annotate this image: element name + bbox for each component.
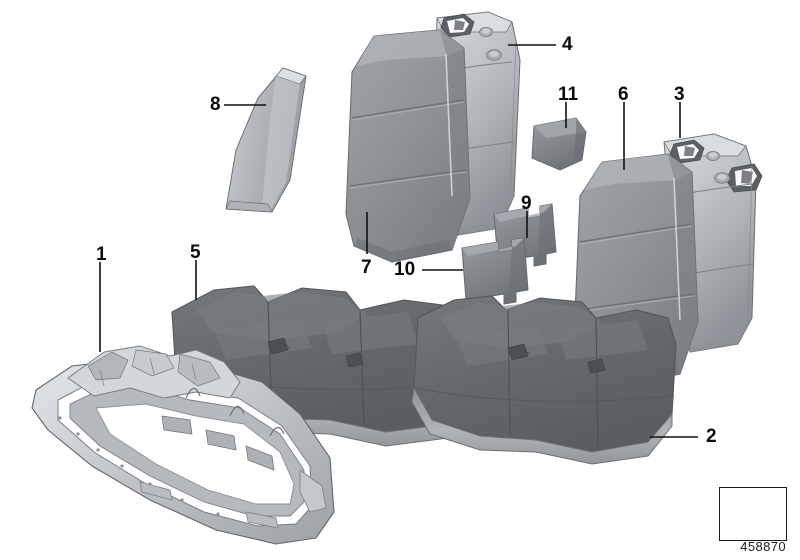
callout-2: 2	[706, 426, 717, 447]
callout-5: 5	[190, 242, 201, 263]
part-10-center-filler-block-front	[461, 237, 529, 305]
callout-6: 6	[618, 84, 629, 105]
part-1-seat-pan-frame	[31, 345, 335, 545]
part-11-center-pad-block	[531, 117, 587, 171]
callout-7: 7	[361, 257, 372, 278]
drawing-number: 458870	[740, 539, 786, 554]
callout-11: 11	[558, 84, 579, 105]
callout-8: 8	[210, 94, 221, 115]
callout-3: 3	[674, 84, 685, 105]
part-7-backrest-pad-left	[345, 29, 471, 263]
part-8-side-trim-panel	[225, 67, 307, 213]
callout-1: 1	[96, 244, 107, 265]
part-2-seat-cushion-right	[411, 295, 677, 465]
callout-9: 9	[521, 193, 532, 214]
callout-10: 10	[394, 259, 416, 280]
view-icon-frame	[719, 487, 787, 541]
callout-4: 4	[562, 34, 573, 55]
callout-leader-lines	[99, 44, 698, 438]
